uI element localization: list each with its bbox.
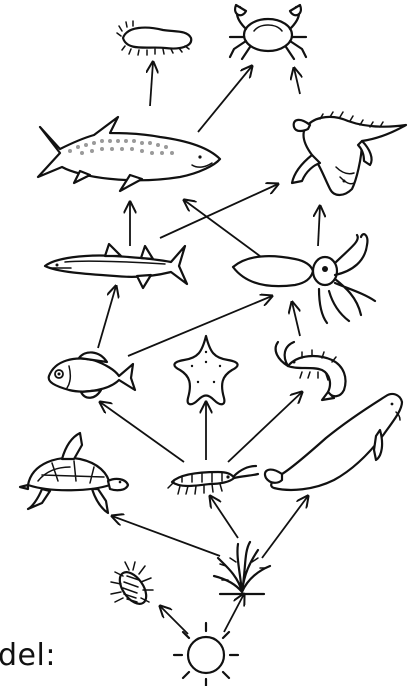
arrow-seaweed-to-manatee	[262, 496, 308, 558]
arrow-shark-to-sea-cucumber	[150, 62, 153, 106]
seaweed-icon	[214, 542, 270, 594]
caption-label: del:	[0, 638, 56, 673]
arrow-krill-to-small-fish	[100, 402, 184, 462]
arrow-barracuda-to-crocodile	[160, 184, 278, 238]
isopod-icon	[111, 562, 153, 608]
arrow-sun-to-seaweed	[224, 594, 244, 632]
crab-icon	[230, 5, 306, 59]
turtle-icon	[20, 433, 128, 513]
arrow-sun-to-isopod	[160, 606, 188, 634]
small-fish-icon	[49, 352, 135, 397]
arrow-shrimp-to-squid	[292, 302, 300, 336]
arrow-small-fish-to-barracuda	[98, 286, 116, 348]
arrow-seaweed-to-turtle	[112, 516, 220, 556]
sea-cucumber-icon	[117, 21, 191, 55]
crocodile-icon	[292, 112, 406, 195]
shark-icon	[38, 117, 220, 191]
squid-icon	[233, 234, 375, 323]
arrow-squid-to-crocodile	[318, 206, 320, 246]
arrow-small-fish-to-squid	[128, 296, 272, 356]
arrow-crocodile-to-crab	[294, 68, 300, 94]
barracuda-icon	[45, 244, 187, 288]
arrow-seaweed-to-krill	[210, 496, 238, 538]
arrow-krill-to-shrimp	[228, 392, 302, 462]
shrimp-icon	[276, 342, 346, 400]
arrow-shark-to-crab	[198, 66, 252, 132]
sun-icon	[174, 623, 238, 686]
krill-icon	[168, 466, 258, 494]
arrow-squid-to-shark	[184, 200, 268, 262]
starfish-icon	[174, 336, 237, 404]
